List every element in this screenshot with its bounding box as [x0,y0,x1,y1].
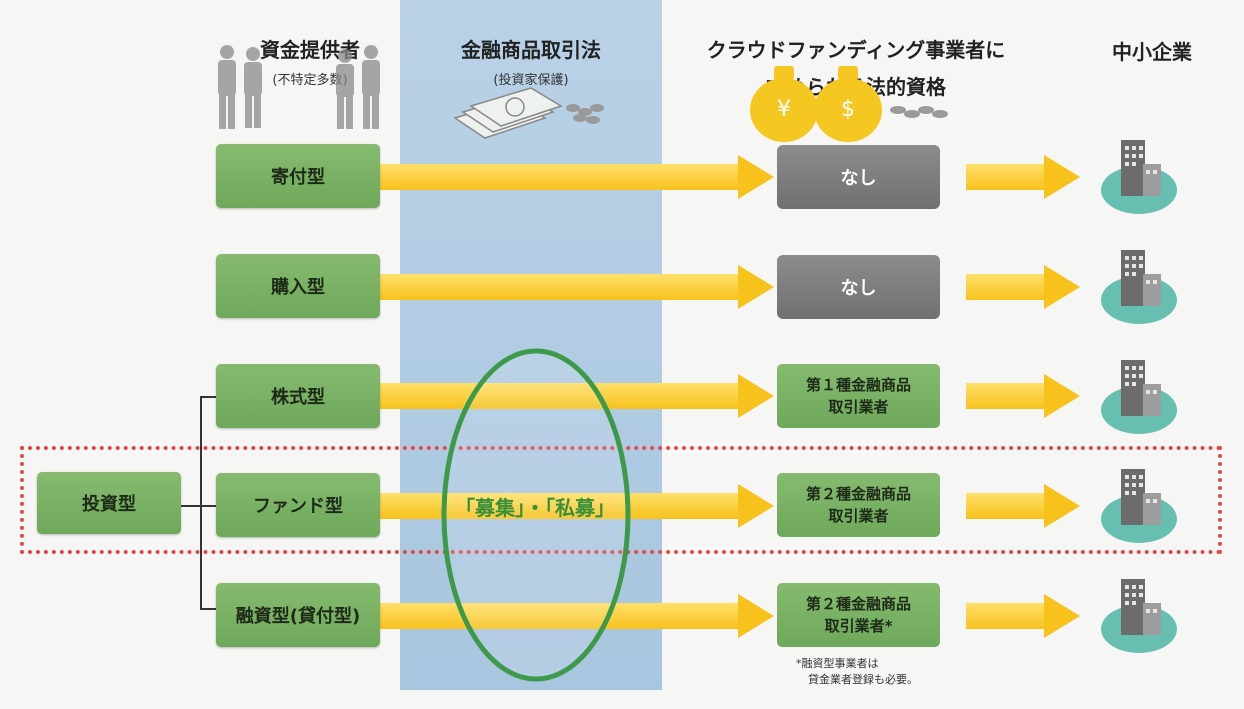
qualification-type2-fund-line1: 第２種金融商品 [805,485,911,503]
law-subtitle: (投資家保護) [493,73,569,88]
tree-branch-row3 [200,396,216,398]
investment-type-box: 投資型 [37,472,181,534]
qualification-type2-lending-line1: 第２種金融商品 [805,595,911,613]
svg-text:$: $ [841,97,855,122]
qualification-box-type2-fund: 第２種金融商品 取引業者 [777,473,940,537]
arrow-row5-right-head [1044,594,1080,638]
arrow-row5-shaft [380,603,740,629]
funders-subtitle: (不特定多数) [272,73,348,88]
arrow-row5-head [738,594,774,638]
sme-building-icon [1101,579,1177,653]
arrow-row2-right-head [1044,265,1080,309]
arrow-row2-right-shaft [966,274,1046,300]
qualification-title-line1: クラウドファンディング事業者に [706,38,1006,62]
arrow-row1-right-head [1044,155,1080,199]
qualification-type1-line2: 取引業者 [828,398,889,416]
law-header: 金融商品取引法 (投資家保護) [400,34,662,88]
sme-building-icon [1101,250,1177,324]
type-box-fund: ファンド型 [216,473,380,537]
arrow-row1-right-shaft [966,164,1046,190]
arrow-row3-shaft [380,383,740,409]
type-box-equity: 株式型 [216,364,380,428]
law-title: 金融商品取引法 [461,38,601,62]
arrow-row4-right-head [1044,484,1080,528]
arrow-row5-right-shaft [966,603,1046,629]
arrow-row1-shaft [380,164,740,190]
money-bills-icon [453,87,604,139]
arrow-row3-head [738,374,774,418]
arrow-row1-head [738,155,774,199]
tree-vertical-line [200,397,202,609]
tree-root-connector [181,505,201,507]
arrow-row4-right-shaft [966,493,1046,519]
arrow-row4-head [738,484,774,528]
investors-people-icon [218,45,380,129]
qualification-type2-fund-line2: 取引業者 [828,507,889,525]
qualification-type1-line1: 第１種金融商品 [805,376,911,394]
sme-building-icon [1101,360,1177,434]
solicitation-label: 「募集」・「私募」 [455,496,615,520]
sme-building-icon [1101,140,1177,214]
tree-branch-row4 [200,505,216,507]
arrow-row2-head [738,265,774,309]
lending-footnote: *融資型事業者は 貸金業者登録も必要。 [796,656,996,688]
footnote-line2: 貸金業者登録も必要。 [808,673,918,686]
qualification-box-none-1: なし [777,145,940,209]
tree-branch-row5 [200,608,216,610]
type-box-lending: 融資型(貸付型) [216,583,380,647]
qualification-type2-lending-line2: 取引業者* [824,617,893,635]
sme-building-icon [1101,469,1177,543]
arrow-row3-right-head [1044,374,1080,418]
arrow-row3-right-shaft [966,383,1046,409]
arrow-row4-shaft [380,493,740,519]
type-box-donation: 寄付型 [216,144,380,208]
qualification-box-type1: 第１種金融商品 取引業者 [777,364,940,428]
svg-text:¥: ¥ [777,97,791,122]
arrow-row2-shaft [380,274,740,300]
solicitation-ellipse [441,348,631,682]
qualification-box-type2-lending: 第２種金融商品 取引業者* [777,583,940,647]
money-bags-icon: ¥ $ [750,66,948,142]
sme-header: 中小企業 [1112,40,1192,64]
footnote-line1: *融資型事業者は [796,657,879,670]
qualification-box-none-2: なし [777,255,940,319]
type-box-purchase: 購入型 [216,254,380,318]
